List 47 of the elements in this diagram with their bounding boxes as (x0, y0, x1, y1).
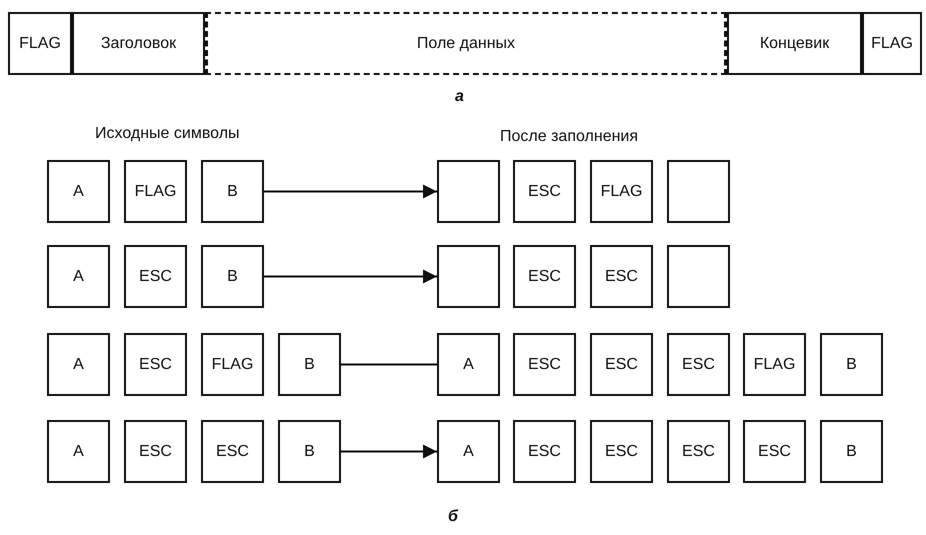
character-box: B (278, 333, 341, 396)
character-box: FLAG (743, 333, 806, 396)
character-box: FLAG (590, 160, 653, 223)
frame-field: FLAG (862, 12, 922, 75)
character-box: ESC (124, 333, 187, 396)
character-box: ESC (667, 333, 730, 396)
arrow (264, 184, 437, 198)
character-box: ESC (590, 420, 653, 483)
column-heading: После заполнения (500, 128, 638, 146)
empty-box (667, 245, 730, 308)
panel-letter: а (455, 88, 464, 106)
character-box: ESC (513, 420, 576, 483)
character-box: FLAG (124, 160, 187, 223)
empty-box (667, 160, 730, 223)
character-box: B (201, 160, 264, 223)
panel-letter: б (448, 508, 458, 526)
character-box: B (278, 420, 341, 483)
character-box: B (820, 333, 883, 396)
character-box: ESC (590, 245, 653, 308)
frame-field: FLAG (8, 12, 72, 75)
character-box: ESC (513, 245, 576, 308)
character-box: B (820, 420, 883, 483)
character-box: A (437, 333, 500, 396)
character-box: ESC (201, 420, 264, 483)
frame-field: Концевик (727, 12, 862, 75)
character-box: ESC (590, 333, 653, 396)
character-box: ESC (124, 420, 187, 483)
empty-box (437, 245, 500, 308)
frame-field: Поле данных (205, 12, 727, 75)
character-box: A (47, 333, 110, 396)
connector-line (341, 364, 437, 366)
character-box: A (47, 245, 110, 308)
character-box: ESC (513, 160, 576, 223)
character-box: A (437, 420, 500, 483)
character-box: B (201, 245, 264, 308)
character-box: ESC (124, 245, 187, 308)
character-box: ESC (667, 420, 730, 483)
character-box: FLAG (201, 333, 264, 396)
empty-box (437, 160, 500, 223)
character-box: ESC (513, 333, 576, 396)
arrow (341, 444, 437, 458)
frame-field: Заголовок (72, 12, 205, 75)
character-box: ESC (743, 420, 806, 483)
column-heading: Исходные символы (95, 125, 240, 143)
character-box: A (47, 420, 110, 483)
arrow (264, 270, 437, 284)
character-box: A (47, 160, 110, 223)
